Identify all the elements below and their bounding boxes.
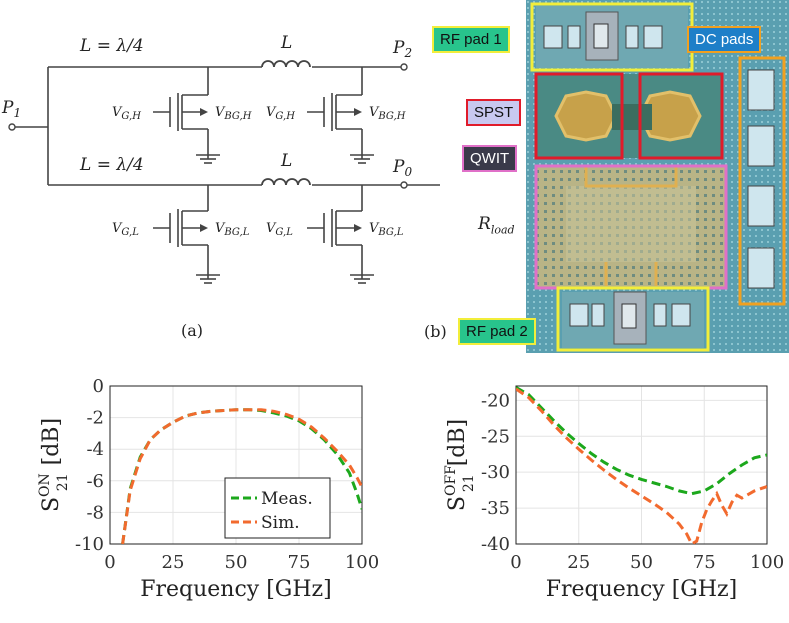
vbg-l-label-right: VBG,L (369, 221, 404, 238)
vg-h-label-right: VG,H (266, 105, 295, 122)
inductor-label-top: L (280, 33, 292, 53)
length-label-top: L = λ/4 (79, 36, 144, 56)
rf-pad-1-label: RF pad 1 (432, 26, 510, 53)
inductor-bottom (261, 178, 311, 186)
port-1-terminal (8, 123, 16, 131)
chart1-x-tick-label: 25 (567, 552, 590, 573)
chart0-x-tick-label: 100 (345, 552, 379, 573)
chart1-series-meas-line (516, 386, 767, 496)
caption-a: (a) (181, 321, 203, 340)
port-2-terminal (400, 63, 408, 71)
chart0-legend-label: Meas. (261, 489, 313, 509)
transistor-bottom-left (153, 185, 220, 284)
chart0-legend (224, 477, 331, 539)
chart1-y-tick-label: -30 (481, 462, 510, 483)
vbg-h-label-left: VBG,H (215, 105, 252, 122)
chart0-y-tick-label: -10 (75, 534, 104, 555)
spst-label: SPST (466, 99, 522, 126)
chart0-y-tick-label: -8 (86, 502, 104, 523)
rload-label: Rload (478, 214, 515, 237)
vbg-h-label-right: VBG,H (369, 105, 406, 122)
inductor-top (261, 60, 311, 68)
chart1-y-tick-label: -20 (481, 390, 510, 411)
port-0-terminal (400, 181, 408, 189)
circuit-schematic: L = λ/4 L = λ/4 L L P1 P2 P0 VG,H VBG,H … (1, 33, 440, 340)
port-0-label: P0 (392, 157, 412, 179)
chart0-y-tick-label: -6 (86, 471, 104, 492)
chart1-x-tick-label: 50 (630, 552, 653, 573)
chart0-x-tick-label: 75 (288, 552, 311, 573)
chart0-x-tick-label: 25 (162, 552, 185, 573)
vbg-l-label-left: VBG,L (215, 221, 250, 238)
port-1-label: P1 (1, 98, 21, 120)
chart1-y-tick-label: -35 (481, 498, 510, 519)
vg-h-label-left: VG,H (112, 105, 141, 122)
chart1-x-axis-label: Frequency [GHz] (546, 577, 738, 602)
chart0-y-tick-label: -2 (86, 408, 104, 429)
transistor-top-right (307, 67, 374, 164)
vg-l-label-right: VG,L (266, 221, 293, 238)
transistor-top-left (153, 67, 220, 164)
chart1-x-tick-label: 100 (750, 552, 784, 573)
chart0-series-sim-line (121, 408, 362, 544)
dc-pads-label: DC pads (687, 26, 762, 53)
transistor-bottom-right (307, 185, 374, 284)
length-label-bottom: L = λ/4 (79, 155, 144, 175)
chart0-y-tick-label: 0 (93, 376, 104, 397)
caption-b: (b) (424, 322, 447, 341)
qwit-label: QWIT (462, 145, 518, 172)
chart1-x-tick-label: 0 (510, 552, 521, 573)
chart1-x-tick-label: 75 (693, 552, 716, 573)
chart1-series-sim-line (516, 387, 767, 544)
spst-right-box (638, 72, 724, 160)
rf-pad-2-label: RF pad 2 (458, 318, 536, 345)
spst-left-box (534, 72, 624, 160)
chart0-legend-label: Sim. (261, 513, 300, 533)
chart0-x-tick-label: 50 (225, 552, 248, 573)
chart0-x-axis-label: Frequency [GHz] (140, 577, 332, 602)
vg-l-label-left: VG,L (112, 221, 139, 238)
chip-micrograph (526, 0, 789, 353)
chart1-y-tick-label: -25 (481, 426, 510, 447)
dc-pads-box (738, 56, 786, 306)
chart1-y-tick-label: -40 (481, 534, 510, 555)
inductor-label-bottom: L (280, 151, 292, 171)
chart0-x-tick-label: 0 (104, 552, 115, 573)
port-2-label: P2 (392, 38, 412, 60)
chart0-y-tick-label: -4 (86, 439, 104, 460)
